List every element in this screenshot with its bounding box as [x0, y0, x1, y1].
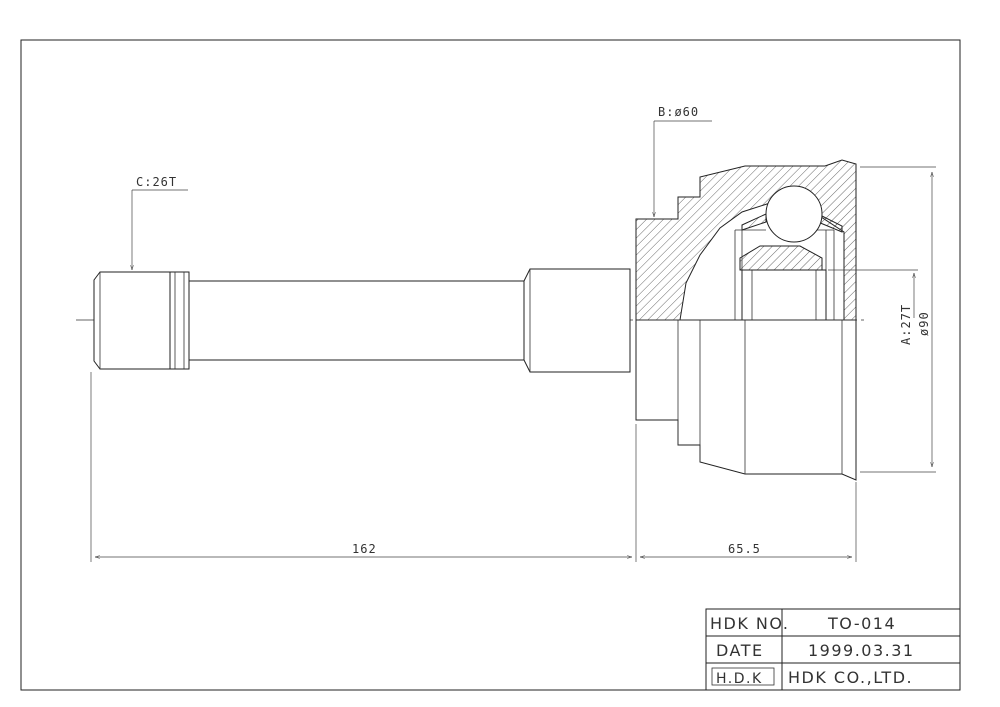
company-logo-box [711, 667, 775, 686]
outer-diameter-label: ø90 [917, 311, 931, 336]
bell-housing-exterior [635, 319, 857, 481]
bell-length-dimension: 65.5 [728, 542, 761, 556]
spline-a-label: A:27T [899, 304, 913, 345]
callout-spline-c: C:26T [132, 175, 188, 270]
company-logo: H.D.K [716, 671, 763, 687]
shaft [93, 268, 631, 373]
title-date-value: 1999.03.31 [808, 641, 915, 660]
dimension-right: A:27T ø90 [828, 166, 936, 473]
drawing-border [20, 39, 961, 691]
title-block: HDK NO. TO-014 DATE 1999.03.31 H.D.K HDK… [705, 608, 961, 691]
bell-housing-section [635, 159, 857, 321]
dimension-bottom: 162 65.5 [90, 372, 857, 562]
title-no-value: TO-014 [827, 614, 896, 633]
shaft-length-dimension: 162 [352, 542, 377, 556]
title-company: HDK CO.,LTD. [788, 668, 913, 687]
spline-c-label: C:26T [136, 175, 177, 189]
callout-diameter-b: B:ø60 [654, 105, 712, 217]
ball [765, 185, 823, 243]
diameter-b-label: B:ø60 [658, 105, 699, 119]
title-date-label: DATE [716, 641, 764, 660]
title-no-label: HDK NO. [710, 614, 789, 633]
